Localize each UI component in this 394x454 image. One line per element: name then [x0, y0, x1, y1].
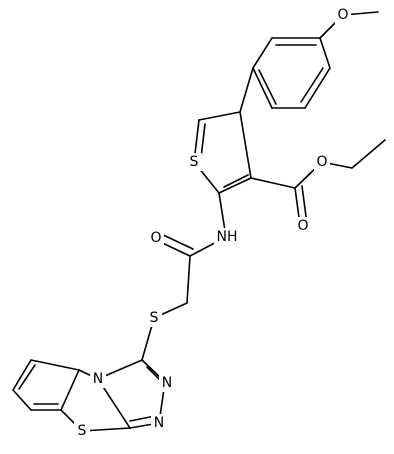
- atom-ester-carbonyl-o: O: [295, 217, 311, 235]
- bond: [158, 232, 194, 250]
- bond: [30, 359, 80, 371]
- atom-amide-o: O: [148, 229, 164, 247]
- atom-triazole-n-bridge: N: [90, 370, 106, 388]
- bond: [258, 69, 277, 105]
- bond: [319, 37, 331, 69]
- bond: [198, 111, 241, 121]
- atom-label: O: [316, 154, 327, 170]
- bond: [186, 255, 191, 304]
- bond: [252, 37, 273, 69]
- bond: [252, 67, 273, 109]
- bond: [12, 359, 32, 391]
- bond: [300, 67, 324, 103]
- bond: [60, 369, 80, 411]
- bond: [239, 67, 254, 113]
- atom-label: NH: [217, 229, 238, 245]
- atom-label: O: [297, 218, 308, 234]
- bond: [18, 364, 36, 390]
- atom-thiophene-s: S: [186, 153, 202, 171]
- bond: [218, 177, 252, 194]
- atom-label: S: [78, 423, 87, 439]
- atom-label: N: [162, 375, 172, 391]
- atom-triazole-n-b: N: [151, 414, 167, 432]
- bond: [223, 174, 249, 188]
- bond: [146, 366, 161, 381]
- atom-amide-nh: NH: [214, 228, 240, 246]
- atom-thioether-s: S: [146, 309, 162, 327]
- bonds: [12, 11, 386, 432]
- bond: [239, 111, 252, 179]
- atom-label: O: [150, 230, 161, 246]
- atom-label: N: [154, 415, 164, 431]
- atom-benzothiazole-s: S: [74, 422, 90, 440]
- atom-label: S: [190, 154, 199, 170]
- bond: [12, 389, 32, 411]
- bond: [304, 67, 331, 109]
- bond: [351, 139, 386, 169]
- bond: [129, 415, 156, 422]
- atom-label: O: [337, 7, 348, 23]
- atom-methoxy-o: O: [335, 6, 351, 24]
- atom-labels: O S O O O NH S N: [74, 6, 351, 440]
- atom-label: N: [93, 371, 103, 387]
- atom-label: S: [150, 310, 159, 326]
- atom-triazole-n-a: N: [159, 374, 175, 392]
- atom-ester-o: O: [314, 153, 330, 171]
- bond: [200, 123, 206, 159]
- bond: [250, 177, 296, 189]
